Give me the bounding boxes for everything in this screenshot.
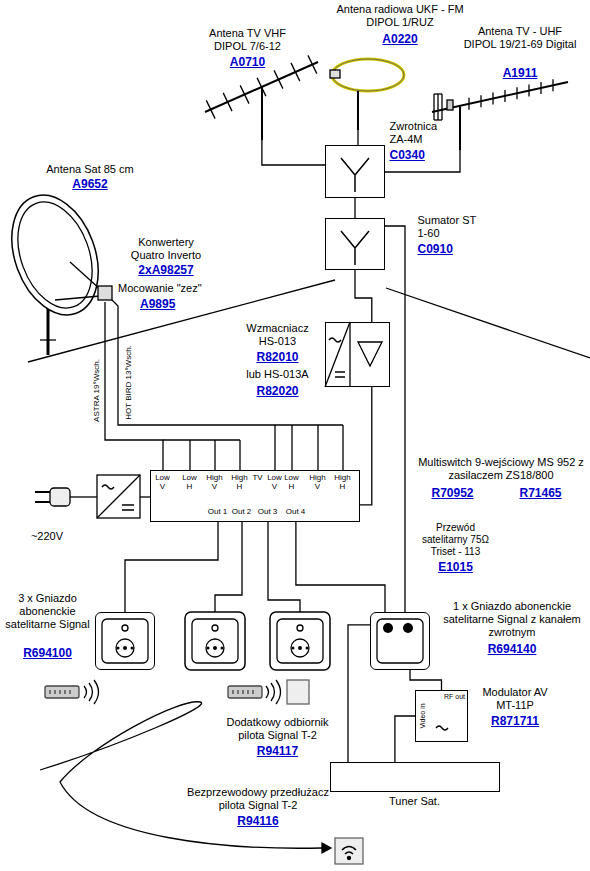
splitter-symbol bbox=[341, 158, 369, 265]
product-code: A1911 bbox=[462, 66, 578, 80]
roof-line bbox=[386, 288, 590, 358]
product-code: R71465 bbox=[520, 486, 580, 500]
cable-connector bbox=[354, 198, 355, 218]
power-supply bbox=[35, 475, 150, 518]
cable-connector bbox=[125, 522, 218, 612]
remote-control bbox=[45, 680, 309, 704]
component-label: Antena Sat 85 cm bbox=[40, 163, 140, 176]
product-code: R94117 bbox=[215, 744, 340, 758]
combiner-box: Sumator ST 1-60C0910 bbox=[325, 218, 385, 270]
port-label: Low V bbox=[154, 473, 172, 491]
remote-extender bbox=[40, 702, 363, 864]
component-label: ASTRA 19°Wsch. bbox=[91, 358, 100, 423]
component-label: Wzmacniacz HS-013 bbox=[238, 322, 318, 348]
socket-face bbox=[102, 612, 423, 670]
component-label: lub HS-013A bbox=[238, 368, 318, 381]
cable-connector bbox=[385, 226, 405, 612]
multiswitch-box: Multiswitch 9-wejściowy MS 952 z zasilac… bbox=[150, 470, 360, 522]
port-label: Low V bbox=[266, 473, 284, 491]
sat-cables bbox=[112, 300, 343, 612]
cable-connector bbox=[360, 387, 372, 505]
port-label: Out 3 bbox=[254, 507, 282, 516]
av-modulator: Modulator AV MT-11PR871711Video inRF out bbox=[415, 690, 468, 742]
socket-pins bbox=[117, 623, 414, 650]
port-label: Video in bbox=[419, 703, 427, 728]
uhf-antenna: Antena TV - UHF DIPOL 19/21-69 DigitalA1… bbox=[430, 22, 580, 150]
product-code: A0220 bbox=[330, 32, 470, 46]
wall-socket: 3 x Gniazdo abonenckie satelitarne Signa… bbox=[95, 612, 155, 670]
component-label: Dodatkowy odbiornik pilota Signal T-2 bbox=[215, 716, 340, 742]
component-label: Tuner Sat. bbox=[330, 795, 500, 808]
port-label: Out 4 bbox=[282, 507, 310, 516]
component-label: Konwertery Quatro Inverto bbox=[126, 236, 206, 262]
port-label: Out 1 bbox=[204, 507, 232, 516]
product-code: R82010 bbox=[238, 350, 318, 364]
sat-tuner: Tuner Sat. bbox=[330, 762, 500, 792]
product-code: R94116 bbox=[178, 814, 338, 828]
product-code: R694140 bbox=[440, 642, 585, 656]
product-code: 2xA98257 bbox=[126, 263, 206, 277]
amplifier-symbol bbox=[325, 322, 382, 387]
product-code: R70952 bbox=[432, 486, 492, 500]
uhf-yagi bbox=[432, 79, 568, 150]
product-code: R82020 bbox=[238, 384, 318, 398]
cable-connector bbox=[296, 522, 385, 612]
modulator-symbol bbox=[436, 726, 448, 730]
amplifier-box: Wzmacniacz HS-013R82010lub HS-013AR82020 bbox=[325, 322, 390, 387]
component-label: Multiswitch 9-wejściowy MS 952 z zasilac… bbox=[418, 456, 585, 482]
component-label: Przewód satelitarny 75Ω Triset - 113 bbox=[413, 522, 498, 558]
port-label: High H bbox=[334, 473, 352, 491]
component-label: ~220V bbox=[22, 530, 72, 543]
product-code: A9652 bbox=[40, 177, 140, 191]
component-label: Antena TV - UHF DIPOL 19/21-69 Digital bbox=[462, 25, 578, 51]
product-code: R694100 bbox=[5, 646, 91, 660]
component-label: Antena TV VHF DIPOL 7/6-12 bbox=[200, 27, 295, 53]
component-label: Zwrotnica ZA-4M bbox=[390, 120, 450, 146]
satellite-dish bbox=[0, 183, 114, 355]
product-code: A9895 bbox=[140, 297, 190, 311]
component-label: 3 x Gniazdo abonenckie satelitarne Signa… bbox=[5, 592, 91, 631]
fm-antenna: Antena radiowa UKF - FM DIPOL 1/RUZ A0220 bbox=[330, 2, 470, 130]
component-label: Bezprzewodowy przedłużacz pilota Signal … bbox=[178, 786, 338, 812]
satellite-dish: Antena Sat 85 cmA9652 bbox=[0, 162, 124, 302]
component-label: HOT BIRD 13°Wsch. bbox=[123, 344, 132, 421]
product-code: R871711 bbox=[473, 714, 558, 728]
product-code: A0710 bbox=[200, 55, 295, 69]
port-label: High H bbox=[231, 473, 249, 491]
cable-connector bbox=[105, 302, 163, 470]
product-code: C0340 bbox=[390, 148, 450, 162]
lnb-converter bbox=[98, 286, 112, 300]
fm-ring-antenna bbox=[330, 59, 404, 130]
port-label: Out 2 bbox=[228, 507, 256, 516]
cable-connector bbox=[357, 130, 358, 145]
cable-connector bbox=[355, 270, 372, 322]
component-label: Mocowanie "zez" bbox=[118, 282, 213, 295]
port-label: Low H bbox=[181, 473, 199, 491]
diplexer-box: Zwrotnica ZA-4MC0340 bbox=[325, 145, 385, 198]
component-label: Sumator ST 1-60 bbox=[418, 214, 478, 240]
vhf-antenna: Antena TV VHF DIPOL 7/6-12A0710 bbox=[195, 22, 325, 140]
product-code: C0910 bbox=[418, 242, 478, 256]
component-label: 1 x Gniazdo abonenckie satelitarne Signa… bbox=[440, 600, 585, 639]
cable-connector bbox=[348, 625, 370, 762]
product-code: E1015 bbox=[413, 560, 498, 574]
port-label: RF out bbox=[444, 693, 466, 701]
port-label: High V bbox=[309, 473, 327, 491]
cable-connector bbox=[395, 716, 415, 762]
component-label: Antena radiowa UKF - FM DIPOL 1/RUZ bbox=[330, 3, 470, 29]
port-label: High V bbox=[206, 473, 224, 491]
port-label: Low H bbox=[283, 473, 301, 491]
port-label: TV bbox=[249, 473, 267, 482]
component-label: Modulator AV MT-11P bbox=[473, 686, 558, 712]
wall-socket: 1 x Gniazdo abonenckie satelitarne Signa… bbox=[370, 612, 430, 670]
cable-connector bbox=[262, 140, 325, 165]
cable-connector bbox=[410, 670, 442, 690]
